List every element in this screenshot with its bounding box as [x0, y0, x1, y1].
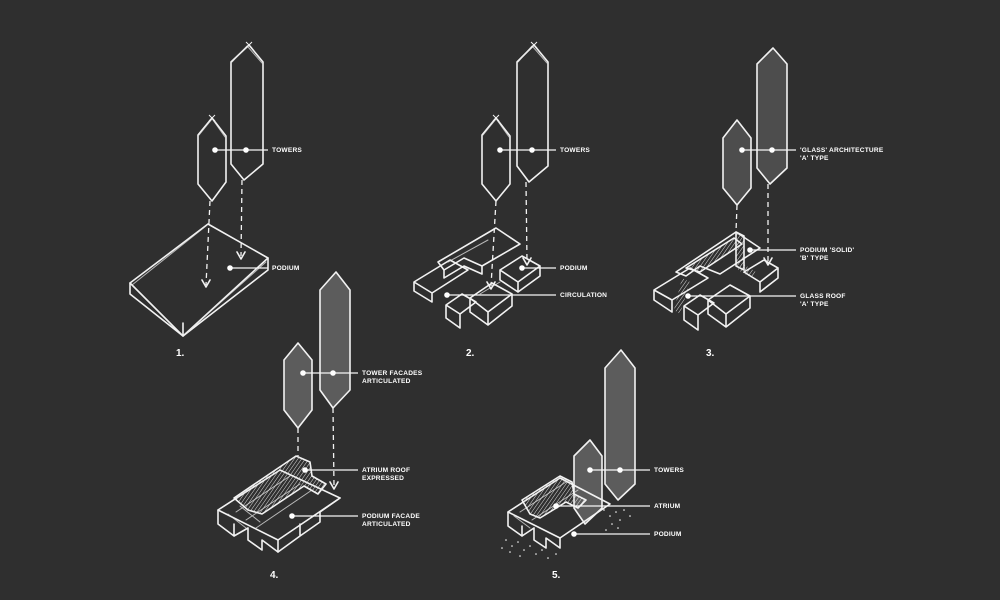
- step2-number: 2.: [466, 348, 475, 359]
- step5-label-towers: TOWERS: [654, 467, 684, 474]
- step3-label-glass-2: 'A' TYPE: [800, 155, 829, 162]
- step5-ground-stipple: [501, 509, 631, 559]
- step4-label-tower-2: ARTICULATED: [362, 378, 411, 385]
- step3-label-glass-1: 'GLASS' ARCHITECTURE: [800, 147, 884, 154]
- step3-number: 3.: [706, 348, 715, 359]
- step-1: TOWERS PODIUM 1.: [129, 44, 302, 359]
- step3-label-podium-1: PODIUM 'SOLID': [800, 247, 855, 254]
- step3-small-tower: [723, 120, 751, 205]
- step3-label-podium-2: 'B' TYPE: [800, 255, 829, 262]
- step4-label-atrium-2: EXPRESSED: [362, 475, 404, 482]
- step1-small-tower: [197, 117, 227, 202]
- step-5: TOWERS ATRIUM PODIUM 5.: [501, 349, 684, 581]
- step2-tall-tower: [516, 44, 549, 183]
- step5-label-podium: PODIUM: [654, 531, 682, 538]
- step3-glass-roof: [686, 238, 742, 272]
- step5-label-atrium: ATRIUM: [654, 503, 681, 510]
- sketch-tick-marks: [208, 41, 538, 122]
- step4-label-atrium-1: ATRIUM ROOF: [362, 467, 410, 474]
- step-3: 'GLASS' ARCHITECTURE 'A' TYPE PODIUM 'SO…: [653, 47, 884, 359]
- step1-tall-tower: [230, 44, 264, 181]
- step4-label-facade-2: ARTICULATED: [362, 521, 411, 528]
- step2-label-podium: PODIUM: [560, 265, 588, 272]
- step-4: TOWER FACADES ARTICULATED ATRIUM ROOF EX…: [217, 271, 423, 581]
- step3-tall-tower: [757, 48, 787, 184]
- step4-label-facade-1: PODIUM FACADE: [362, 513, 420, 520]
- step3-podium: [653, 267, 709, 313]
- step4-small-tower: [284, 343, 312, 428]
- step4-number: 4.: [270, 570, 279, 581]
- step3-label-roof-1: GLASS ROOF: [800, 293, 846, 300]
- step4-tall-tower: [320, 272, 350, 408]
- step3-label-roof-2: 'A' TYPE: [800, 301, 829, 308]
- step2-podium: [413, 259, 469, 303]
- step1-label-podium: PODIUM: [272, 265, 300, 272]
- step-2: TOWERS PODIUM CIRCULATION 2.: [413, 44, 607, 359]
- step5-number: 5.: [552, 570, 561, 581]
- step1-podium: [129, 223, 269, 337]
- step2-label-towers: TOWERS: [560, 147, 590, 154]
- step5-atrium: [522, 476, 586, 518]
- step5-tall-tower: [605, 350, 635, 500]
- step1-number: 1.: [176, 348, 185, 359]
- step4-label-tower-1: TOWER FACADES: [362, 370, 423, 377]
- step1-label-towers: TOWERS: [272, 147, 302, 154]
- step4-atrium-roof: [234, 456, 326, 514]
- step2-label-circulation: CIRCULATION: [560, 292, 607, 299]
